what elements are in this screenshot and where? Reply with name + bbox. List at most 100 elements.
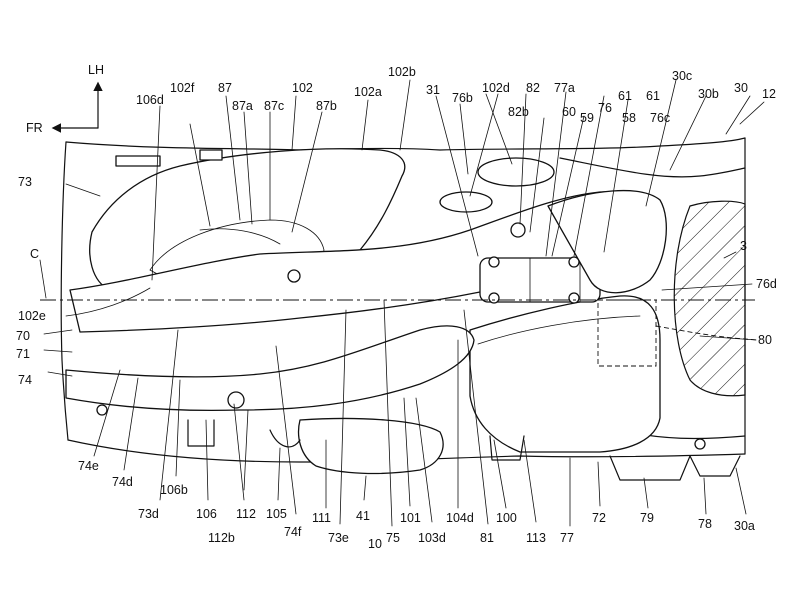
label-10: 10: [368, 537, 382, 551]
label-112b: 112b: [208, 531, 235, 545]
leader: [403, 397, 411, 507]
label-76d: 76d: [756, 277, 777, 291]
leader: [415, 397, 433, 523]
bracket-113: [489, 435, 525, 461]
label-87: 87: [218, 81, 232, 95]
tank-inner-line: [199, 228, 281, 245]
bolt-icon: [96, 404, 108, 416]
label-104d: 104d: [446, 511, 474, 525]
leader: [551, 115, 585, 257]
reference-numerals: 12 30 30b 30c 61 61 76 59 77a 60 58 76c …: [16, 65, 777, 551]
opening-upper: [477, 157, 555, 187]
leader: [519, 93, 527, 225]
leader: [739, 101, 765, 125]
label-70: 70: [16, 329, 30, 343]
bracket-106: [187, 419, 215, 447]
label-74e: 74e: [78, 459, 99, 473]
label-76: 76: [598, 101, 612, 115]
leader: [485, 93, 513, 165]
leader: [361, 99, 369, 151]
opening-lower: [439, 191, 493, 213]
label-74f: 74f: [284, 525, 302, 539]
pivot-bolt-icon: [568, 292, 580, 304]
label-102f: 102f: [170, 81, 195, 95]
leader: [243, 409, 249, 491]
label-75: 75: [386, 531, 400, 545]
label-113: 113: [526, 531, 546, 545]
upper-bracket-2: [199, 149, 223, 161]
frame-left-edge: [60, 141, 69, 441]
label-79: 79: [640, 511, 654, 525]
label-31: 31: [426, 83, 440, 97]
leader: [545, 91, 567, 257]
leader: [277, 447, 281, 501]
label-30c: 30c: [672, 69, 692, 83]
cross-section-hatched: [673, 200, 746, 397]
leader: [151, 105, 161, 281]
label-60: 60: [562, 105, 576, 119]
leader: [735, 467, 747, 515]
leader: [47, 371, 73, 377]
leader: [493, 439, 507, 509]
label-76b: 76b: [452, 91, 473, 105]
label-101: 101: [400, 511, 421, 525]
bottom-brackets: [187, 419, 741, 481]
label-87b: 87b: [316, 99, 337, 113]
leader-lines: [43, 79, 765, 527]
label-106d: 106d: [136, 93, 164, 107]
label-103d: 103d: [418, 531, 446, 545]
leader: [703, 477, 707, 515]
centerline-label: C: [30, 247, 39, 261]
label-61b: 61: [618, 89, 632, 103]
fr-label: FR: [26, 121, 43, 135]
leader: [291, 95, 297, 151]
bolt-group: [96, 222, 706, 450]
bracket-105: [269, 429, 301, 448]
leader: [159, 329, 179, 501]
pivot-assembly: [479, 256, 601, 304]
leader: [43, 349, 73, 353]
label-102a: 102a: [354, 85, 382, 99]
label-72: 72: [592, 511, 606, 525]
pivot-bolt-icon: [568, 256, 580, 268]
label-82b: 82b: [508, 105, 529, 119]
label-30a: 30a: [734, 519, 755, 533]
leader: [463, 309, 489, 525]
leader: [459, 103, 469, 175]
label-30: 30: [734, 81, 748, 95]
leader: [523, 439, 537, 523]
label-77: 77: [560, 531, 574, 545]
leader: [399, 79, 411, 151]
label-77a: 77a: [554, 81, 575, 95]
label-61a: 61: [646, 89, 660, 103]
pivot-bolt-icon: [488, 292, 500, 304]
label-81: 81: [480, 531, 494, 545]
upper-bracket: [115, 155, 161, 167]
leader: [661, 283, 753, 291]
bolt-icon: [287, 269, 301, 283]
label-112: 112: [236, 507, 256, 521]
leader: [669, 95, 707, 171]
label-59: 59: [580, 111, 594, 125]
label-80: 80: [758, 333, 772, 347]
label-102b: 102b: [388, 65, 416, 79]
leader: [175, 379, 181, 477]
leader: [363, 475, 367, 501]
centerline-tick: [39, 259, 47, 299]
leader: [597, 461, 601, 507]
pivot-bolt-icon: [488, 256, 500, 268]
label-3: 3: [740, 239, 747, 253]
bolt-icon: [510, 222, 526, 238]
label-100: 100: [496, 511, 517, 525]
leader: [645, 79, 677, 207]
leader: [339, 309, 347, 525]
label-41: 41: [356, 509, 370, 523]
leader: [65, 287, 151, 317]
engine-block-front: [477, 315, 641, 345]
leader: [469, 93, 499, 197]
leader: [275, 345, 297, 515]
label-78: 78: [698, 517, 712, 531]
label-30b: 30b: [698, 87, 719, 101]
leader: [573, 95, 605, 257]
